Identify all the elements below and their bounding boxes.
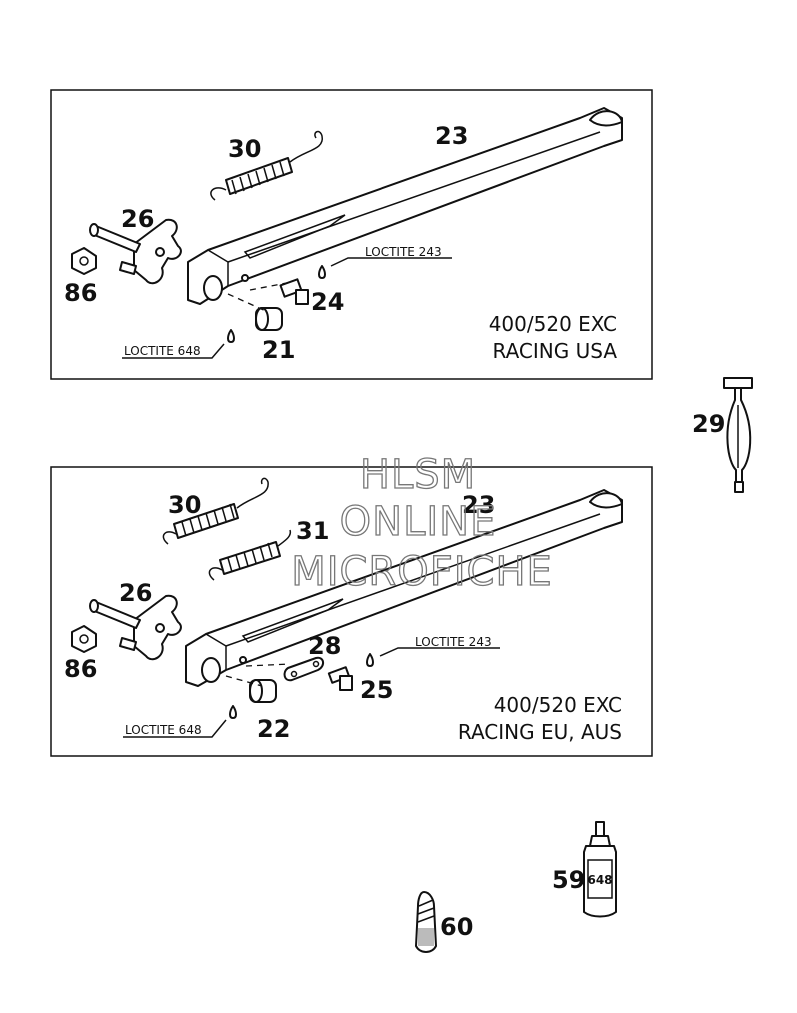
model-caption-line2: RACING EU, AUS <box>458 720 622 744</box>
assembly-lines <box>225 663 291 687</box>
nut-part[interactable] <box>71 625 97 653</box>
leader-line <box>123 719 227 738</box>
leader-line <box>379 647 500 657</box>
bolt-part[interactable] <box>327 666 353 691</box>
label-nut: 86 <box>64 655 97 683</box>
side-stand-part[interactable] <box>187 107 623 305</box>
drop-icon <box>318 265 326 279</box>
stopper-part[interactable] <box>249 679 277 703</box>
side-stand-part[interactable] <box>185 489 623 687</box>
loctite-648-label: LOCTITE 648 <box>125 723 202 737</box>
watermark-line1: HLSM <box>360 452 476 498</box>
loctite-bottle-part[interactable]: 648 <box>583 821 617 918</box>
nut-hole <box>79 256 89 266</box>
spring-part[interactable] <box>210 130 323 201</box>
panel-frame <box>50 89 653 380</box>
leader-line <box>330 257 452 267</box>
label-nut: 86 <box>64 279 97 307</box>
label-bolt: 25 <box>360 676 393 704</box>
label-spring-30: 30 <box>168 491 201 519</box>
bottle-label: 648 <box>587 873 612 887</box>
drop-icon <box>366 653 374 667</box>
bracket-part[interactable] <box>89 218 182 285</box>
nut-part[interactable] <box>71 247 97 275</box>
label-loctite-tube: 60 <box>440 913 473 941</box>
plate-part[interactable] <box>283 656 324 682</box>
label-bolt: 24 <box>311 288 344 316</box>
spring-part[interactable] <box>208 529 292 581</box>
leader-line <box>122 343 225 359</box>
label-bracket: 26 <box>119 579 152 607</box>
model-caption-line1: 400/520 EXC <box>494 693 622 717</box>
label-loctite-bottle: 59 <box>552 866 585 894</box>
label-stand: 23 <box>435 122 468 150</box>
drop-icon <box>227 329 235 343</box>
label-stand: 23 <box>462 491 495 519</box>
label-tool: 29 <box>692 410 725 438</box>
assembly-lines <box>227 281 293 313</box>
model-caption-line2: RACING USA <box>493 339 618 363</box>
label-plate: 28 <box>308 632 341 660</box>
label-spring: 30 <box>228 135 261 163</box>
watermark-line3: MICROFICHE <box>291 549 553 595</box>
panel-frame <box>50 466 653 757</box>
model-caption-line1: 400/520 EXC <box>489 312 617 336</box>
panel-racing-eu-aus: 30 31 23 26 86 28 25 22 LOCTITE 243 LOCT… <box>50 466 653 757</box>
label-bracket: 26 <box>121 205 154 233</box>
panel-racing-usa: 30 23 26 86 24 21 LOCTITE 243 LOCTITE 64… <box>50 89 653 380</box>
label-stopper: 21 <box>262 336 295 364</box>
loctite-648-label: LOCTITE 648 <box>124 344 201 358</box>
watermark: HLSM ONLINE MICROFICHE <box>291 451 553 595</box>
bracket-part[interactable] <box>89 594 182 661</box>
loctite-243-label: LOCTITE 243 <box>365 245 442 259</box>
watermark-line2: ONLINE <box>340 499 497 545</box>
label-spring-31: 31 <box>296 517 329 545</box>
nut-hole <box>79 634 89 644</box>
drop-icon <box>229 705 237 719</box>
loctite-243-label: LOCTITE 243 <box>415 635 492 649</box>
bolt-part[interactable] <box>279 278 309 305</box>
loctite-tube-part[interactable] <box>415 891 437 953</box>
label-stopper: 22 <box>257 715 290 743</box>
spring-part[interactable] <box>162 477 269 545</box>
stopper-part[interactable] <box>255 307 283 331</box>
tool-part[interactable] <box>723 377 753 493</box>
